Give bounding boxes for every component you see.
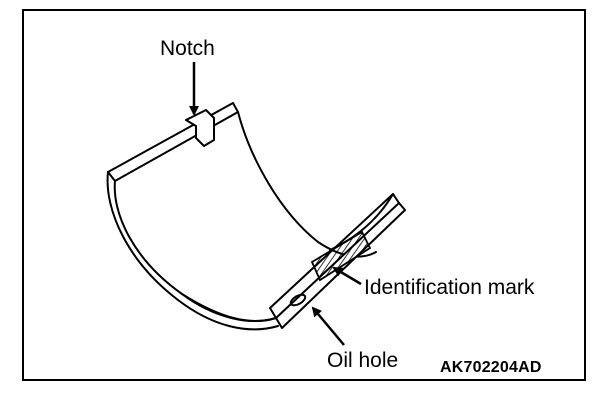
oil-hole-label: Oil hole	[327, 349, 399, 372]
shell-bottom-curve	[181, 293, 277, 322]
figure-code: AK702204AD	[440, 359, 542, 376]
oil-hole-arrow	[311, 306, 345, 346]
identification-mark-label: Identification mark	[364, 276, 535, 299]
oil-hole	[289, 293, 307, 307]
notch-label: Notch	[160, 37, 215, 60]
left-lip	[107, 102, 239, 182]
outer-shell-edge	[113, 180, 277, 322]
identification-mark	[310, 230, 372, 282]
outer-shell-curve	[106, 171, 279, 331]
identification-leader	[332, 266, 362, 286]
bearing-shell	[106, 102, 406, 331]
notch-tab	[185, 109, 215, 147]
